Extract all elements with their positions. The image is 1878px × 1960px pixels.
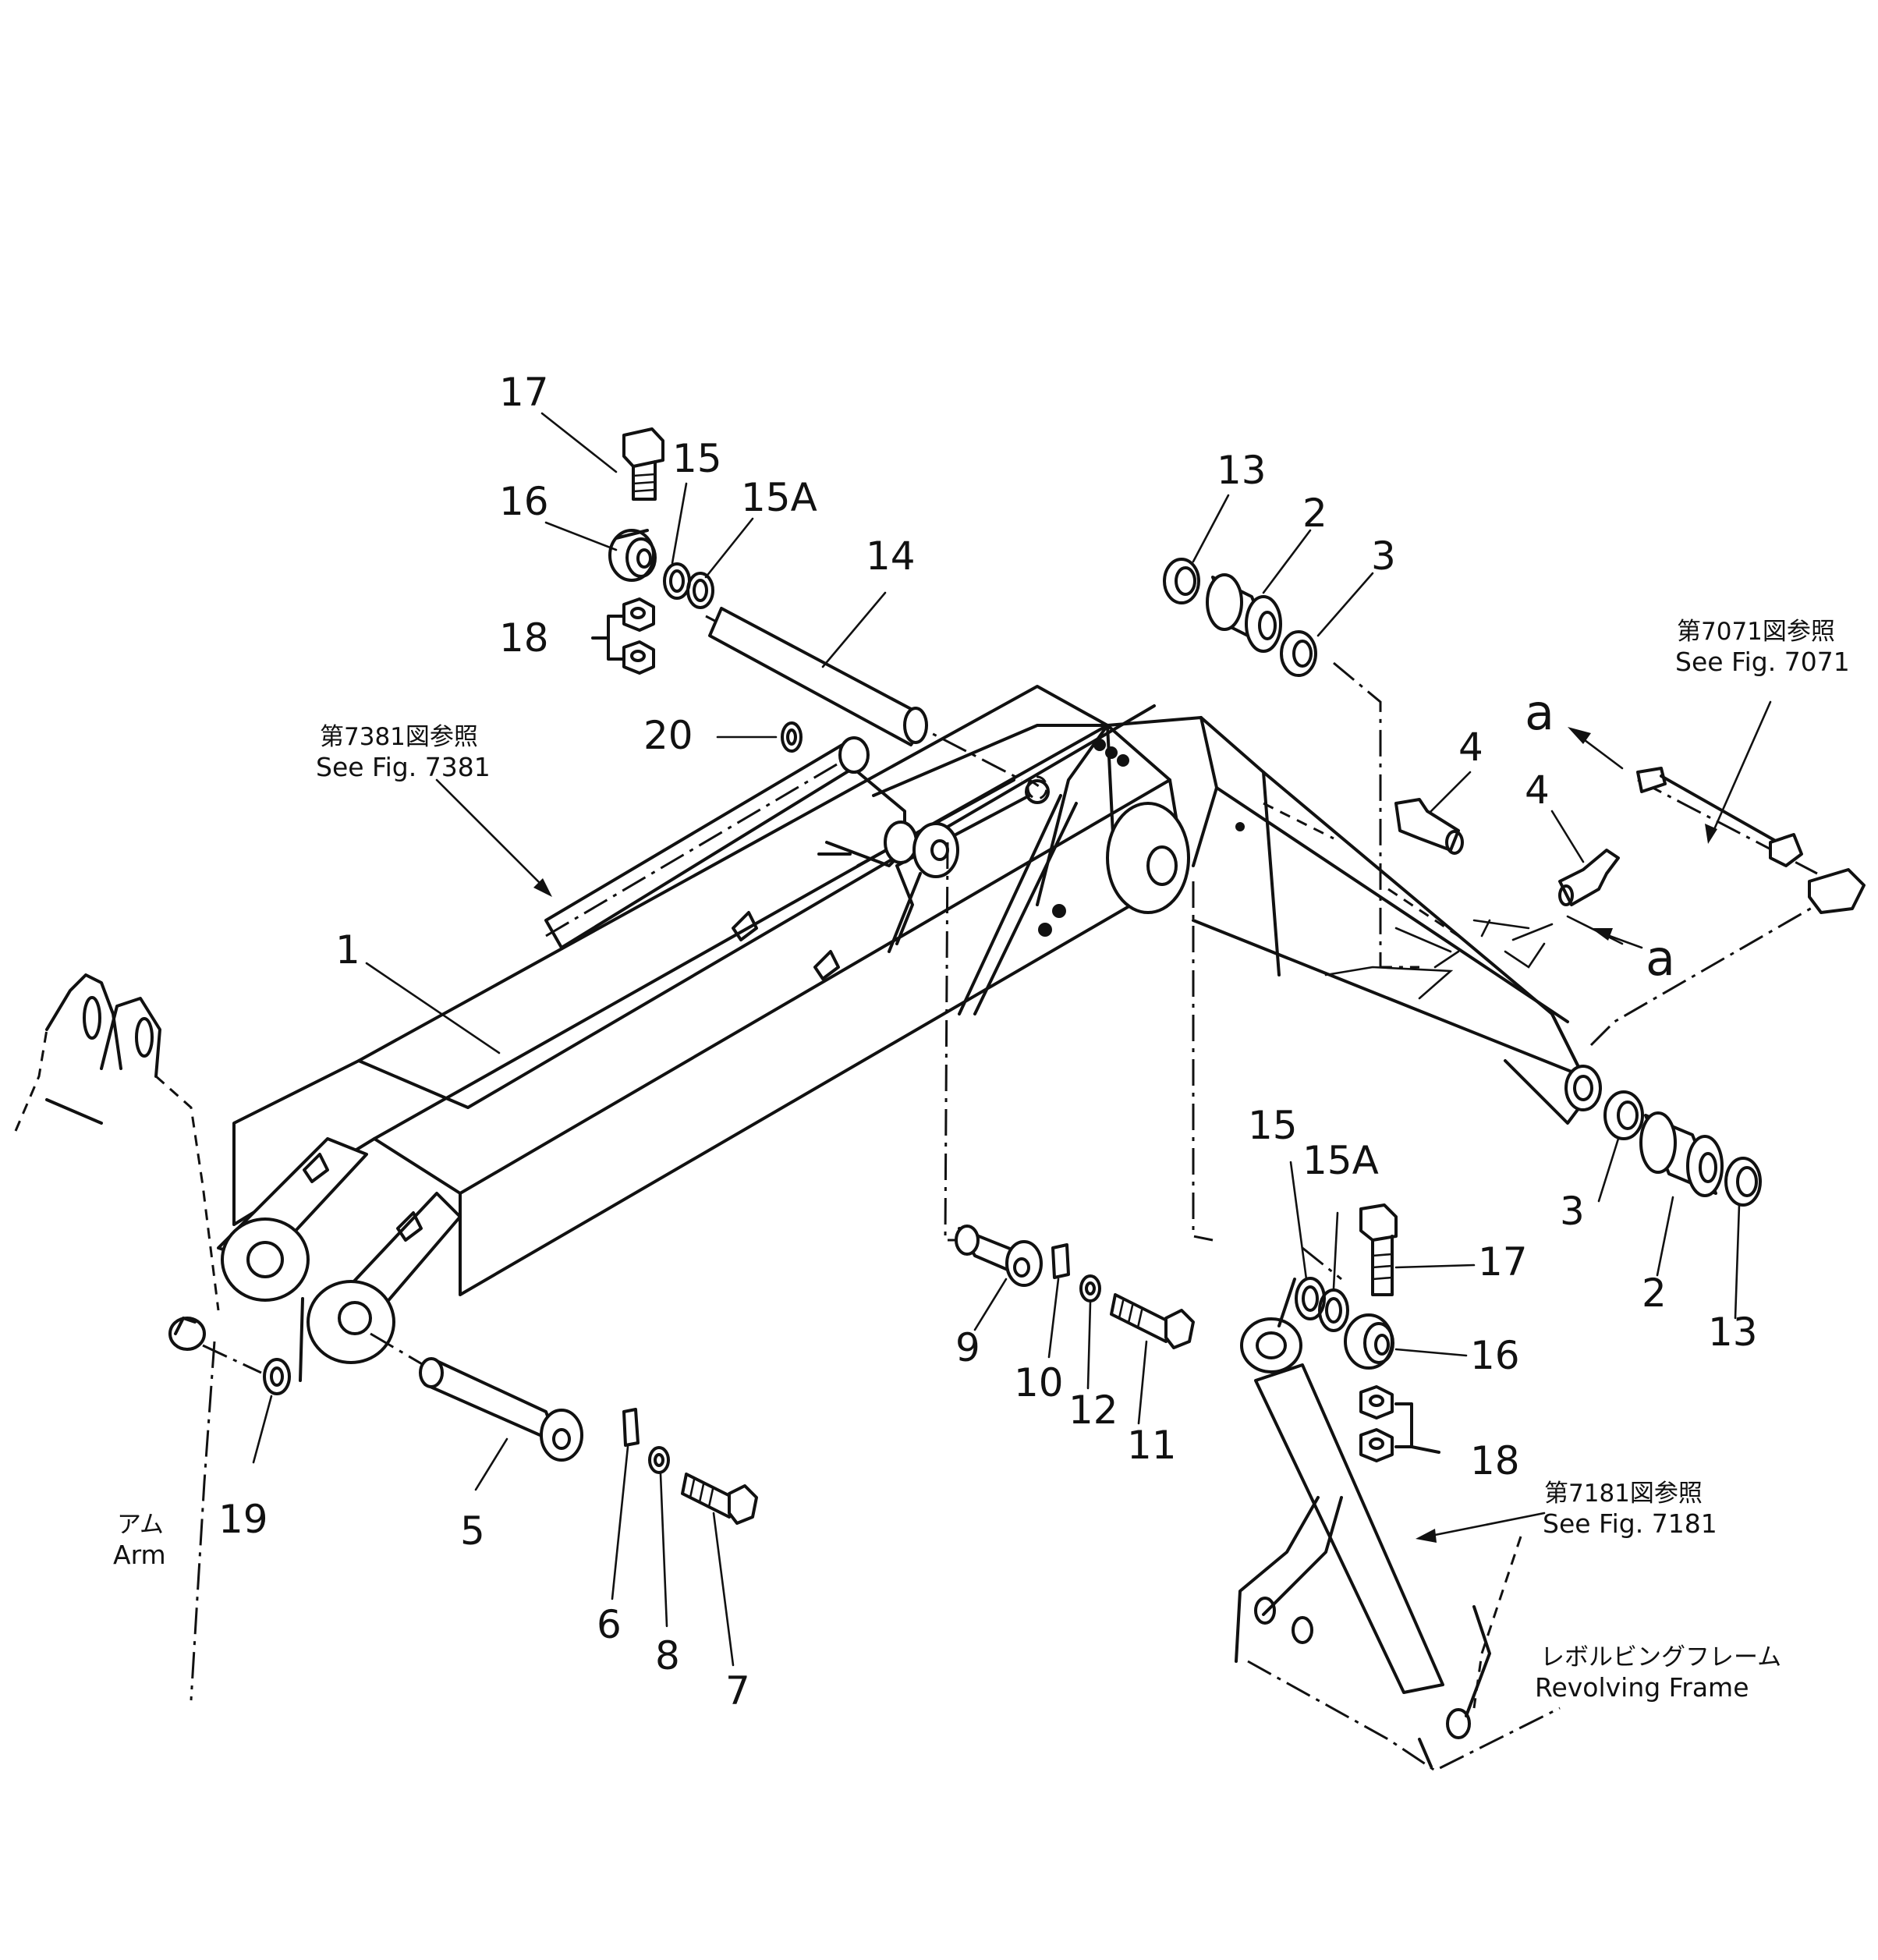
label-17-top: 17 <box>499 370 549 415</box>
part-2-bushing-top <box>1206 573 1282 653</box>
part-16-collar-top <box>608 529 657 582</box>
part-3-seal-top <box>1280 630 1317 677</box>
label-11: 11 <box>1127 1423 1177 1468</box>
arm-label-en: Arm <box>113 1540 166 1570</box>
part-11-bolt <box>1110 1293 1195 1349</box>
label-3-top: 3 <box>1371 533 1396 579</box>
label-16-top: 16 <box>499 479 549 524</box>
label-6: 6 <box>597 1602 622 1647</box>
label-20: 20 <box>643 713 693 758</box>
label-10: 10 <box>1014 1360 1064 1405</box>
label-16-bottom: 16 <box>1470 1333 1520 1378</box>
part-5-pin <box>419 1357 583 1462</box>
part-7-bolt <box>681 1473 758 1525</box>
label-19: 19 <box>218 1497 268 1542</box>
label-2-top: 2 <box>1302 491 1327 536</box>
label-12: 12 <box>1068 1388 1118 1433</box>
part-12-washer <box>1079 1274 1101 1303</box>
revolving-frame-label-en: Revolving Frame <box>1535 1672 1749 1703</box>
boom-body <box>217 685 1602 1364</box>
part-10-plate <box>1051 1243 1070 1279</box>
reference-labels: 第7381図参照 See Fig. 7381 第7071図参照 See Fig.… <box>113 618 1850 1703</box>
part-18-nuts-top <box>591 597 655 675</box>
arm-label-jp: アム <box>117 1511 164 1539</box>
label-1: 1 <box>335 927 360 973</box>
leader-lines <box>252 412 1741 1667</box>
part-13-seal-bottom <box>1724 1157 1762 1207</box>
part-3-seal-bottom <box>1603 1090 1644 1140</box>
part-17-bolt-top <box>622 427 664 501</box>
arm-outline <box>14 973 304 1701</box>
label-14: 14 <box>866 533 916 579</box>
marker-a-top: a <box>1525 684 1554 741</box>
part-20-washer <box>781 721 803 753</box>
label-7: 7 <box>725 1668 750 1714</box>
marker-a-bottom: a <box>1646 930 1675 987</box>
label-3-bottom: 3 <box>1560 1189 1585 1234</box>
part-18-nuts-bottom <box>1359 1385 1440 1462</box>
ref-7381-en: See Fig. 7381 <box>316 752 491 782</box>
label-4-a: 4 <box>1458 725 1483 770</box>
part-2-bushing-bottom <box>1639 1111 1724 1197</box>
label-15A-top: 15A <box>741 475 817 520</box>
part-4-fitting-b <box>1558 849 1620 906</box>
part-16-collar-bottom <box>1344 1313 1394 1370</box>
label-4-b: 4 <box>1525 767 1550 813</box>
label-18-bottom: 18 <box>1470 1438 1520 1483</box>
label-5: 5 <box>460 1508 485 1554</box>
revolving-frame-label-jp: レボルビングフレーム <box>1540 1643 1781 1671</box>
reference-arrows <box>435 700 1772 1543</box>
part-13-seal-top <box>1163 558 1200 604</box>
label-13-bottom: 13 <box>1708 1310 1758 1355</box>
part-8-washer <box>648 1446 670 1474</box>
part-15-shim-top <box>663 562 691 600</box>
ref-7071-en: See Fig. 7071 <box>1675 647 1850 677</box>
part-15A-shim-bottom <box>1318 1288 1349 1332</box>
ref-7381-jp: 第7381図参照 <box>320 723 478 751</box>
label-15-top: 15 <box>672 436 722 481</box>
ref-7181-jp: 第7181図参照 <box>1544 1480 1703 1508</box>
part-15-shim-bottom <box>1295 1277 1326 1320</box>
part-15A-shim-top <box>686 572 714 609</box>
part-4-fitting-a <box>1394 798 1464 855</box>
label-2-bottom: 2 <box>1642 1271 1667 1316</box>
part-number-labels: 17 15 15A 16 18 14 20 13 2 3 4 4 1 15 15… <box>218 370 1758 1714</box>
revolving-frame-outline <box>1235 1278 1561 1772</box>
part-19-washer <box>263 1358 291 1395</box>
part-9-pin <box>955 1225 1043 1287</box>
label-17-bottom: 17 <box>1478 1239 1528 1285</box>
label-15-bottom: 15 <box>1248 1103 1298 1148</box>
label-18-top: 18 <box>499 615 549 661</box>
label-15A-bottom: 15A <box>1302 1138 1379 1183</box>
grease-hose-fig7071 <box>1636 767 1866 914</box>
label-9: 9 <box>955 1325 980 1370</box>
ref-7071-jp: 第7071図参照 <box>1677 618 1835 646</box>
part-14-pin-top <box>708 607 928 746</box>
part-17-bolt-bottom <box>1359 1203 1398 1296</box>
label-13-top: 13 <box>1217 448 1267 493</box>
part-6-plate <box>622 1408 640 1447</box>
label-8: 8 <box>655 1633 680 1678</box>
boom-cylinder-outline <box>544 736 1050 953</box>
ref-7181-en: See Fig. 7181 <box>1543 1508 1717 1539</box>
